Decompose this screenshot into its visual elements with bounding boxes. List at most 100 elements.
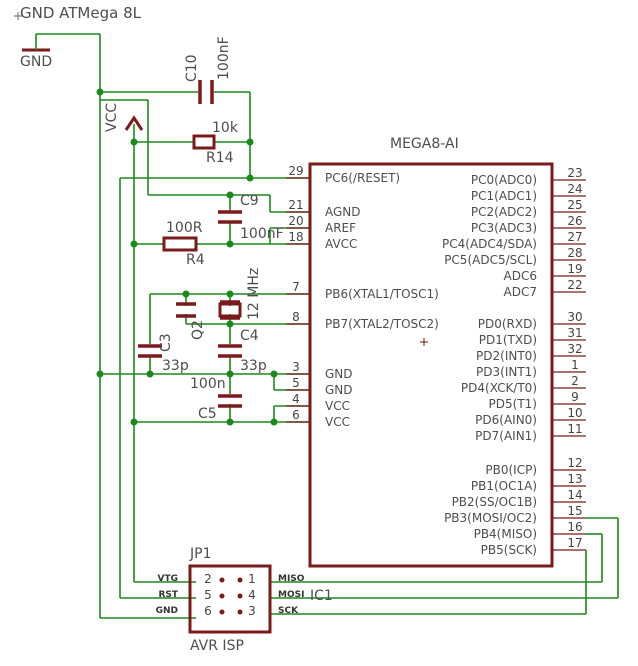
mcu-pin-label: PB0(ICP) (485, 463, 537, 477)
vcc-label: VCC (104, 103, 120, 132)
mcu-pin-label: PC1(ADC1) (471, 189, 537, 203)
mcu-pin-number: 20 (288, 214, 303, 228)
mcu-pin-number: 8 (292, 310, 300, 324)
r4-name: R4 (186, 252, 205, 268)
mcu-pin-label: PB6(XTAL1/TOSC1) (325, 287, 439, 301)
isp-right-pin-number: 3 (248, 604, 256, 618)
gnd-symbol: GND (20, 33, 100, 70)
mcu-pin-label: PC6(/RESET) (325, 171, 400, 185)
mcu-pin-number: 26 (567, 214, 582, 228)
mcu-pin-number: 19 (567, 262, 582, 276)
mcu-pin-label: PD3(INT1) (476, 365, 537, 379)
mcu-pin-label: PB5(SCK) (481, 543, 537, 557)
r14-name: R14 (206, 150, 234, 166)
isp-right-signal: MOSI (278, 590, 304, 600)
c4-capacitor: C4 33p (218, 328, 267, 374)
vcc-symbol: VCC (104, 103, 144, 132)
mcu-pin-number: 11 (567, 422, 582, 436)
isp-pin-pad (219, 609, 225, 615)
mcu-pin-label: PB1(OC1A) (471, 479, 537, 493)
mcu-pin-number: 30 (567, 310, 582, 324)
mcu-pin-label: PD1(TXD) (479, 333, 537, 347)
mcu-pin-label: PC2(ADC2) (471, 205, 537, 219)
r14-value: 10k (212, 120, 239, 136)
c3-name: C3 (158, 333, 174, 352)
c9-value: 100nF (240, 226, 284, 242)
c9-name: C9 (240, 193, 259, 209)
mcu-pin-label: AGND (325, 205, 361, 219)
isp-pin-pad (237, 593, 243, 599)
mcu-pin-number: 6 (292, 408, 300, 422)
r4-value: 100R (166, 220, 203, 236)
c10-capacitor: C10 100nF (184, 36, 232, 104)
mcu-pin-number: 10 (567, 406, 582, 420)
mcu-pin-number: 13 (567, 472, 582, 486)
isp-name: JP1 (189, 546, 211, 562)
mcu-pin-number: 5 (292, 376, 300, 390)
mcu-pin-number: 31 (567, 326, 582, 340)
mcu-name: MEGA8-AI (390, 136, 459, 152)
isp-caption: AVR ISP (190, 638, 244, 654)
isp-left-signal: RST (158, 590, 178, 600)
mcu-pin-label: PD0(RXD) (478, 317, 537, 331)
r4-resistor: 100R R4 (162, 220, 205, 268)
mcu-pin-number: 22 (567, 278, 582, 292)
c10-value: 100nF (216, 36, 232, 80)
isp-right-signal: MISO (278, 574, 305, 584)
mcu-pin-label: PB4(MISO) (474, 527, 537, 541)
mcu-pin-number: 7 (292, 280, 300, 294)
mcu-pin-label: PD6(AIN0) (475, 413, 537, 427)
c10-name: C10 (184, 54, 200, 82)
mcu-pin-label: ADC7 (504, 285, 537, 299)
mcu-pin-number: 29 (288, 164, 303, 178)
isp-pin-pad (219, 593, 225, 599)
c5-value: 100n (190, 376, 226, 392)
c3-value: 33p (162, 358, 189, 374)
isp-right-pin-number: 4 (248, 588, 256, 602)
mcu-pin-label: GND (325, 367, 353, 381)
isp-pin-pad (237, 609, 243, 615)
mcu-pin-label: AREF (325, 221, 356, 235)
mcu-pin-label: PB2(SS/OC1B) (452, 495, 537, 509)
mcu-pin-label: PD2(INT0) (476, 349, 537, 363)
mcu-pin-label: ADC6 (504, 269, 537, 283)
mcu-pin-number: 28 (567, 246, 582, 260)
isp-right-signal: SCK (278, 606, 299, 616)
mcu-pin-label: PC3(ADC3) (471, 221, 537, 235)
mcu-pin-label: PD4(XCK/T0) (461, 381, 537, 395)
mcu-pin-number: 14 (567, 488, 582, 502)
mcu-pin-label: PB7(XTAL2/TOSC2) (325, 317, 439, 331)
mcu-pin-number: 23 (567, 166, 582, 180)
c3-capacitor: C3 33p (138, 333, 189, 374)
mcu-pin-number: 12 (567, 456, 582, 470)
isp-pin-pad (237, 577, 243, 583)
isp-left-pin-number: 2 (204, 572, 212, 586)
mcu-right-pins: 23PC0(ADC0)24PC1(ADC1)25PC2(ADC2)26PC3(A… (442, 166, 586, 557)
isp-pin-pad (219, 577, 225, 583)
